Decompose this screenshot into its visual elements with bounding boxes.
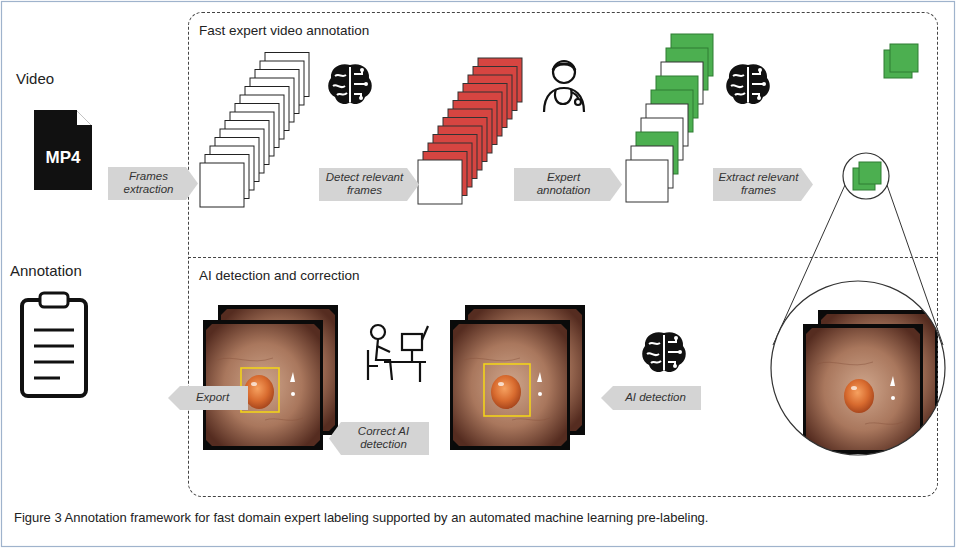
clipboard-icon	[22, 300, 86, 396]
arrow-text: Detect relevant frames	[319, 168, 419, 201]
zoom-circle	[803, 310, 938, 454]
annotator-icon	[368, 325, 428, 382]
arrow-text: AI detection	[601, 386, 701, 410]
doctor-icon	[553, 64, 575, 70]
annotator-icon	[368, 350, 378, 380]
process-arrow: Correct AI detection	[329, 422, 429, 455]
side-label: MP4	[34, 148, 92, 168]
clipboard-icon	[34, 330, 74, 378]
annotator-icon	[422, 326, 428, 340]
relevant-frame-stack	[418, 160, 462, 204]
arrow-label: Export	[182, 391, 243, 404]
detected-frames	[450, 305, 585, 450]
brain-icon	[726, 64, 770, 104]
arrow-fill	[514, 168, 622, 201]
annotated-frame-stack	[626, 34, 713, 202]
arrow-label: Correct AI detection	[343, 425, 424, 451]
process-arrow: AI detection	[601, 386, 701, 410]
zoom-circle	[771, 281, 945, 455]
doctor-icon	[555, 89, 572, 104]
arrow-text: Export	[168, 386, 248, 410]
doctor-icon	[544, 88, 584, 112]
arrow-text: Frames extraction	[108, 167, 198, 200]
arrow-label: Detect relevant frames	[324, 171, 405, 197]
corrected-frames	[203, 305, 338, 450]
arrow-fill	[108, 167, 198, 200]
process-arrow: Export	[168, 386, 248, 410]
selected-frames	[859, 162, 881, 184]
annotator-icon	[376, 339, 392, 380]
arrow-fill	[329, 422, 429, 455]
clipboard-icon	[22, 293, 86, 396]
arrow-label: Extract relevant frames	[718, 171, 799, 197]
stage-band: Fast expert video annotationDetect relev…	[188, 12, 938, 258]
mp4-file-icon	[34, 110, 92, 190]
process-arrow: Detect relevant frames	[319, 168, 419, 201]
annotator-icon	[411, 350, 413, 362]
arrow-text: Expert annotation	[514, 168, 622, 201]
mp4-file-icon	[76, 110, 92, 126]
arrow-text: Extract relevant frames	[713, 168, 813, 201]
brain-icon	[642, 332, 686, 372]
stage-band: AI detection and correctionCorrect AI de…	[188, 258, 938, 497]
process-arrow: Extract relevant frames	[713, 168, 813, 201]
annotator-icon	[384, 362, 426, 382]
arrow-fill	[319, 168, 419, 201]
figure-caption: Figure 3 Annotation framework for fast d…	[14, 510, 939, 527]
doctor-icon	[575, 99, 581, 105]
zoom-circle	[771, 281, 945, 455]
doctor-icon	[553, 61, 575, 83]
arrow-label: Frames extraction	[113, 170, 184, 196]
doctor-icon	[544, 61, 584, 112]
zoom-circle	[803, 324, 923, 454]
stage-title: AI detection and correction	[199, 268, 360, 283]
detected-frames	[450, 320, 570, 450]
process-arrow: Expert annotation	[514, 168, 622, 201]
arrow-text: Correct AI detection	[329, 422, 429, 455]
frame-stack	[200, 163, 244, 207]
arrow-fill	[713, 168, 813, 201]
annotator-icon	[402, 334, 422, 350]
selected-frames	[890, 44, 918, 72]
brain-icon	[328, 64, 372, 104]
annotator-icon	[377, 346, 390, 352]
side-label: Video	[16, 70, 96, 87]
process-arrow: Frames extraction	[108, 167, 198, 200]
stage-title: Fast expert video annotation	[199, 23, 369, 38]
clipboard-icon	[40, 293, 68, 307]
arrow-fill	[168, 386, 248, 410]
selected-frames	[843, 153, 889, 199]
selected-frames	[843, 44, 918, 199]
arrow-label: Expert annotation	[519, 171, 608, 197]
corrected-frames	[203, 320, 323, 450]
relevant-frame-stack	[418, 58, 522, 204]
doctor-icon	[571, 92, 578, 99]
zoom-circle	[771, 281, 945, 455]
arrow-label: AI detection	[615, 391, 696, 404]
frame-stack	[200, 53, 309, 208]
annotated-frame-stack	[626, 160, 668, 202]
mp4-file-icon	[34, 110, 92, 190]
annotator-icon	[371, 325, 385, 339]
detected-frames	[484, 364, 530, 416]
arrow-fill	[601, 386, 701, 410]
side-label: Annotation	[10, 262, 110, 279]
